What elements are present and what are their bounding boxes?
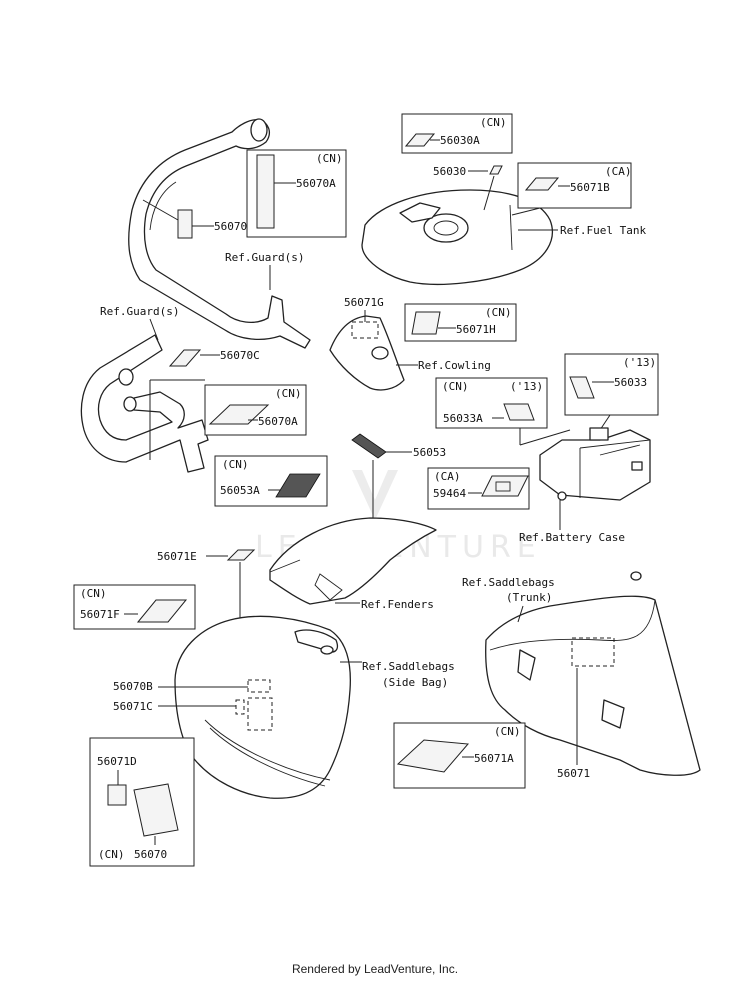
saddlebag-side <box>174 615 351 799</box>
ref-fenders: Ref.Fenders <box>361 598 434 611</box>
cowling <box>329 315 405 391</box>
decal-59464 <box>481 475 529 497</box>
label-56071C: 56071C <box>113 700 153 713</box>
decal-56070B <box>247 679 271 693</box>
label-56070A-top: 56070A <box>296 177 336 190</box>
engine-guard-lower <box>80 334 209 473</box>
label-56071B: 56071B <box>570 181 610 194</box>
tag-cn: (CN) <box>485 306 512 319</box>
decal-56071B <box>524 177 560 191</box>
tag-cn: (CN) <box>222 458 249 471</box>
ref-guard-top: Ref.Guard(s) <box>225 251 304 264</box>
decal-56071-outline <box>571 637 615 667</box>
tag-ca: (CA) <box>605 165 632 178</box>
label-56070: 56070 <box>134 848 167 861</box>
decal-56033 <box>569 376 595 399</box>
ref-saddlebags-trunk-sub: (Trunk) <box>506 591 552 604</box>
decal-56030A <box>404 133 436 147</box>
ref-saddlebags-side-sub: (Side Bag) <box>382 676 448 689</box>
decal-56033A <box>503 403 535 421</box>
decal-56071E <box>226 549 256 561</box>
ref-battery-case: Ref.Battery Case <box>519 531 625 544</box>
ref-guard-left: Ref.Guard(s) <box>100 305 179 318</box>
decal-56030 <box>489 165 503 175</box>
label-56033: 56033 <box>614 376 647 389</box>
label-56033A: 56033A <box>443 412 483 425</box>
label-56030A: 56030A <box>440 134 480 147</box>
ref-cowling: Ref.Cowling <box>418 359 491 372</box>
label-56053: 56053 <box>413 446 446 459</box>
tag-cn: (CN) <box>480 116 507 129</box>
label-56071H: 56071H <box>456 323 496 336</box>
label-56071D: 56071D <box>97 755 137 768</box>
tag-y13: ('13) <box>510 380 543 393</box>
tag-cn: (CN) <box>442 380 469 393</box>
label-56071G: 56071G <box>344 296 384 309</box>
decal-56070C-upper <box>177 209 193 239</box>
decal-56071A <box>396 739 470 773</box>
fuel-tank <box>361 189 553 286</box>
decal-56070 <box>133 783 179 837</box>
label-56070C-upper: 56070C <box>214 220 254 233</box>
decal-56053 <box>351 433 387 459</box>
tag-cn: (CN) <box>316 152 343 165</box>
box-56070A-cn-mid <box>204 384 307 436</box>
decal-56071F <box>136 599 188 623</box>
label-56070B: 56070B <box>113 680 153 693</box>
label-56070A-mid: 56070A <box>258 415 298 428</box>
tag-cn: (CN) <box>275 387 302 400</box>
decal-56071C <box>235 699 245 715</box>
tag-ca: (CA) <box>434 470 461 483</box>
decal-56071H <box>411 311 441 335</box>
battery-case <box>539 427 651 501</box>
ref-saddlebags-trunk: Ref.Saddlebags <box>462 576 555 589</box>
decal-56070C-mid <box>168 349 202 367</box>
box-56070-cn <box>89 737 195 867</box>
label-56071A: 56071A <box>474 752 514 765</box>
ref-fuel-tank: Ref.Fuel Tank <box>560 224 646 237</box>
footer-credit: Rendered by LeadVenture, Inc. <box>291 962 459 976</box>
engine-guard-upper <box>128 118 311 349</box>
decal-56070A-mid <box>208 404 270 425</box>
tag-cn: (CN) <box>98 848 125 861</box>
label-56071: 56071 <box>557 767 590 780</box>
tag-cn: (CN) <box>80 587 107 600</box>
label-56030: 56030 <box>433 165 466 178</box>
tag-cn: (CN) <box>494 725 521 738</box>
fender <box>269 517 437 605</box>
decal-56053A <box>275 473 321 498</box>
label-59464: 59464 <box>433 487 466 500</box>
ref-saddlebags-side: Ref.Saddlebags <box>362 660 455 673</box>
tag-y13: ('13) <box>623 356 656 369</box>
label-56071E: 56071E <box>157 550 197 563</box>
decal-56071D <box>107 784 127 806</box>
label-56071F: 56071F <box>80 608 120 621</box>
saddlebag-trunk <box>485 571 701 776</box>
label-56053A: 56053A <box>220 484 260 497</box>
label-56070C-mid: 56070C <box>220 349 260 362</box>
decal-56070A-top <box>256 154 275 229</box>
